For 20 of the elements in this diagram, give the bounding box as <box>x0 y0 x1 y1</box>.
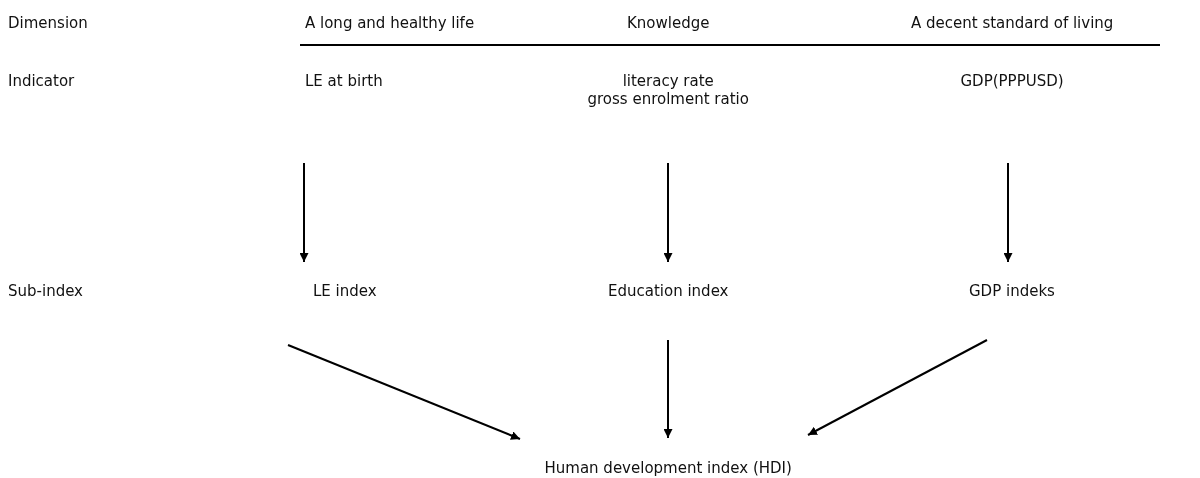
column-heading: Knowledge <box>627 14 710 32</box>
node-text: GDP(PPPUSD) <box>960 72 1064 90</box>
arrow <box>663 339 673 439</box>
arrow <box>287 344 521 440</box>
arrow <box>807 339 988 436</box>
node-text: Human development index (HDI) <box>544 459 792 477</box>
column-heading: A decent standard of living <box>911 14 1114 32</box>
node-text: LE at birth <box>305 72 383 90</box>
column-heading: A long and healthy life <box>305 14 475 32</box>
node-text: gross enrolment ratio <box>587 90 749 108</box>
arrow <box>663 162 673 263</box>
row-heading: Indicator <box>8 72 75 90</box>
node-text: LE index <box>313 282 377 300</box>
row-heading: Sub-index <box>8 282 83 300</box>
node-text: literacy rate <box>621 72 715 90</box>
node-text: Education index <box>608 282 729 300</box>
node-text: GDP indeks <box>969 282 1055 300</box>
arrow <box>299 162 309 263</box>
row-heading: Dimension <box>8 14 88 32</box>
arrow <box>1003 162 1013 263</box>
